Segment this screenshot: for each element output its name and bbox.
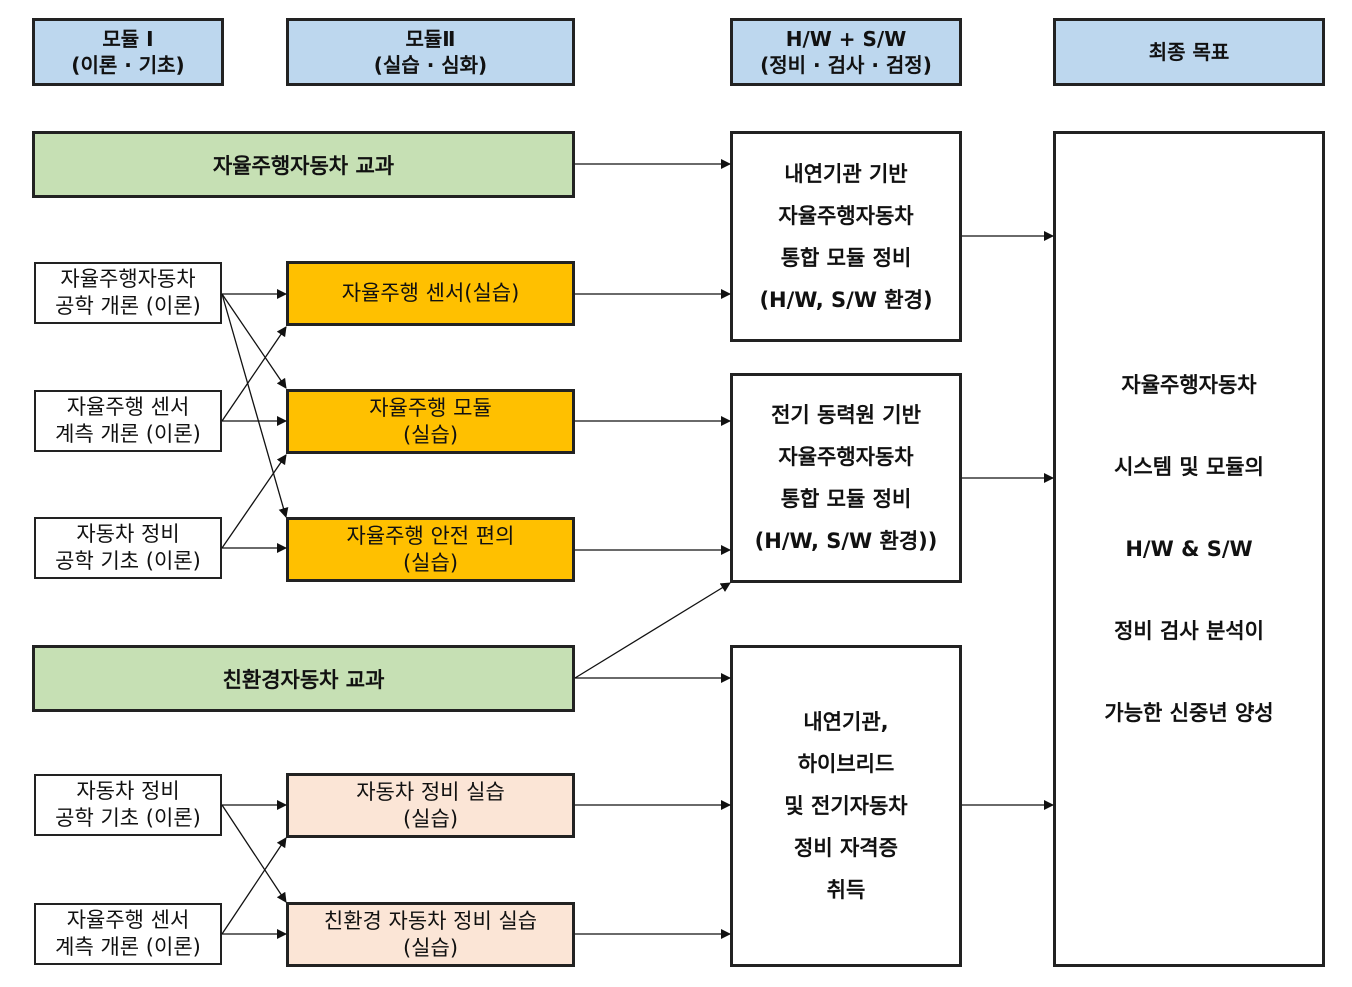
theory-t1-line-1: 자율주행자동차	[60, 267, 196, 291]
header-module-2: 모듈Ⅱ (실습 · 심화)	[286, 18, 575, 86]
practice-p2-line-1: 자율주행 모듈	[369, 395, 492, 420]
course-autonomous-vehicle: 자율주행자동차 교과	[32, 131, 575, 198]
course-eco-vehicle: 친환경자동차 교과	[32, 645, 575, 712]
outcome-o2-line-2: 자율주행자동차	[778, 445, 914, 469]
outcome-certification: 내연기관, 하이브리드 및 전기자동차 정비 자격증 취득	[730, 645, 962, 967]
header-module-2-line-2: (실습 · 심화)	[373, 53, 488, 77]
theory-sensor-measurement: 자율주행 센서 계측 개론 (이론)	[34, 390, 222, 452]
outcome-o3-line-4: 정비 자격증	[794, 836, 898, 860]
arrow-course-eco-o2	[574, 582, 731, 679]
practice-p3-line-1: 자율주행 안전 편의	[346, 523, 515, 548]
practice-p3-line-2: (실습)	[402, 550, 459, 575]
header-hw-sw-line-1: H/W + S/W	[785, 27, 907, 51]
theory-maintenance-basics-eco: 자동차 정비 공학 기초 (이론)	[34, 774, 222, 836]
outcome-o1-line-3: 통합 모듈 정비	[780, 245, 912, 270]
theory-sensor-measurement-eco: 자율주행 센서 계측 개론 (이론)	[34, 903, 222, 965]
practice-vehicle-maintenance: 자동차 정비 실습 (실습)	[286, 773, 575, 838]
practice-autonomous-sensor: 자율주행 센서(실습)	[286, 261, 575, 326]
outcome-o3-line-3: 및 전기자동차	[784, 794, 908, 818]
outcome-o1-line-2: 자율주행자동차	[778, 203, 914, 228]
theory-maintenance-basics: 자동차 정비 공학 기초 (이론)	[34, 517, 222, 579]
header-hw-sw: H/W + S/W (정비 · 검사 · 검정)	[730, 18, 962, 86]
practice-p4-line-2: (실습)	[402, 806, 459, 831]
practice-p2-line-2: (실습)	[402, 422, 459, 447]
theory-t4-line-2: 공학 기초 (이론)	[55, 806, 201, 830]
theory-t5-line-1: 자율주행 센서	[66, 908, 190, 932]
theory-t3-line-2: 공학 기초 (이론)	[55, 549, 201, 573]
goal-line-2: 시스템 및 모듈의	[1114, 455, 1264, 479]
arrow-t2-p1	[221, 326, 287, 422]
outcome-ice-autonomous: 내연기관 기반 자율주행자동차 통합 모듈 정비 (H/W, S/W 환경)	[730, 131, 962, 342]
practice-p4-line-1: 자동차 정비 실습	[356, 779, 505, 804]
theory-t4-line-1: 자동차 정비	[76, 779, 180, 803]
outcome-o3-line-5: 취득	[826, 878, 866, 902]
theory-t1-line-2: 공학 개론 (이론)	[55, 294, 201, 318]
course-eco-vehicle-label: 친환경자동차 교과	[222, 667, 385, 692]
theory-t2-line-1: 자율주행 센서	[66, 395, 190, 419]
arrow-t4-p5	[221, 804, 287, 903]
theory-t5-line-2: 계측 개론 (이론)	[55, 935, 201, 959]
goal-line-1: 자율주행자동차	[1121, 373, 1257, 397]
header-module-1-line-1: 모듈 Ⅰ	[102, 27, 154, 51]
final-goal-box: 자율주행자동차 시스템 및 모듈의 H/W & S/W 정비 검사 분석이 가능…	[1053, 131, 1325, 967]
header-hw-sw-line-2: (정비 · 검사 · 검정)	[760, 53, 932, 77]
outcome-o2-line-4: (H/W, S/W 환경))	[754, 529, 938, 553]
arrow-t1-p2	[221, 293, 287, 389]
arrow-t5-p4	[221, 837, 287, 935]
arrow-t3-p2	[221, 454, 287, 549]
goal-line-4: 정비 검사 분석이	[1114, 619, 1264, 643]
goal-line-3: H/W & S/W	[1125, 537, 1253, 561]
header-module-1-line-2: (이론 · 기초)	[71, 53, 185, 77]
practice-p1-line-1: 자율주행 센서(실습)	[341, 281, 520, 305]
outcome-o1-line-4: (H/W, S/W 환경)	[759, 287, 933, 312]
theory-t2-line-2: 계측 개론 (이론)	[55, 422, 201, 446]
outcome-o2-line-1: 전기 동력원 기반	[771, 403, 921, 427]
practice-eco-maintenance: 친환경 자동차 정비 실습 (실습)	[286, 902, 575, 967]
header-final-goal: 최종 목표	[1053, 18, 1325, 86]
outcome-o3-line-2: 하이브리드	[797, 752, 895, 776]
outcome-o3-line-1: 내연기관,	[803, 710, 889, 734]
practice-p5-line-1: 친환경 자동차 정비 실습	[323, 908, 538, 933]
practice-autonomous-module: 자율주행 모듈 (실습)	[286, 389, 575, 454]
course-autonomous-vehicle-label: 자율주행자동차 교과	[212, 153, 395, 178]
arrow-t1-p3	[221, 293, 289, 518]
goal-line-5: 가능한 신중년 양성	[1104, 701, 1274, 725]
practice-p5-line-2: (실습)	[402, 935, 459, 960]
outcome-electric-autonomous: 전기 동력원 기반 자율주행자동차 통합 모듈 정비 (H/W, S/W 환경)…	[730, 373, 962, 583]
outcome-o2-line-3: 통합 모듈 정비	[780, 487, 912, 511]
outcome-o1-line-1: 내연기관 기반	[784, 161, 908, 186]
header-module-1: 모듈 Ⅰ (이론 · 기초)	[32, 18, 224, 86]
practice-autonomous-safety: 자율주행 안전 편의 (실습)	[286, 517, 575, 582]
header-final-goal-line-1: 최종 목표	[1148, 40, 1230, 64]
header-module-2-line-1: 모듈Ⅱ	[405, 27, 456, 51]
theory-autonomous-engineering: 자율주행자동차 공학 개론 (이론)	[34, 262, 222, 324]
theory-t3-line-1: 자동차 정비	[76, 522, 180, 546]
